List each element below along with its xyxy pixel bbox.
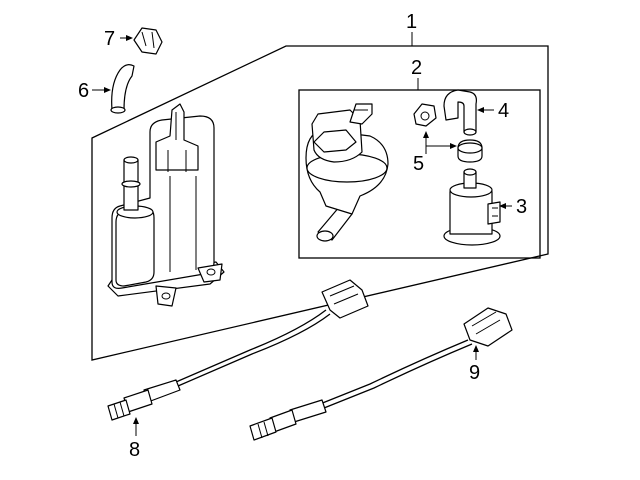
callout-6: 6 <box>78 80 89 102</box>
callout-labels: 1 2 3 4 5 6 7 8 9 <box>78 11 527 461</box>
callout-3: 3 <box>516 196 527 218</box>
purge-valve <box>305 103 389 242</box>
hose-6 <box>110 64 135 114</box>
solenoid-valve <box>443 168 501 246</box>
callout-2: 2 <box>411 57 422 79</box>
oxygen-sensor-9 <box>249 307 513 441</box>
callout-7: 7 <box>104 28 115 50</box>
assembly-outline <box>91 45 549 361</box>
callout-4: 4 <box>498 100 509 122</box>
leader-lines <box>92 32 512 436</box>
callout-5: 5 <box>413 153 424 175</box>
callout-1: 1 <box>406 11 417 33</box>
callout-8: 8 <box>129 439 140 461</box>
callout-9: 9 <box>469 362 480 384</box>
hose-clamp-upper <box>413 103 437 127</box>
charcoal-canister <box>107 103 225 307</box>
subassembly-box <box>298 89 541 259</box>
clamp-7 <box>133 27 163 55</box>
vacuum-hose <box>443 89 477 136</box>
hose-clamp-lower <box>457 139 483 163</box>
oxygen-sensor-8 <box>107 279 369 421</box>
